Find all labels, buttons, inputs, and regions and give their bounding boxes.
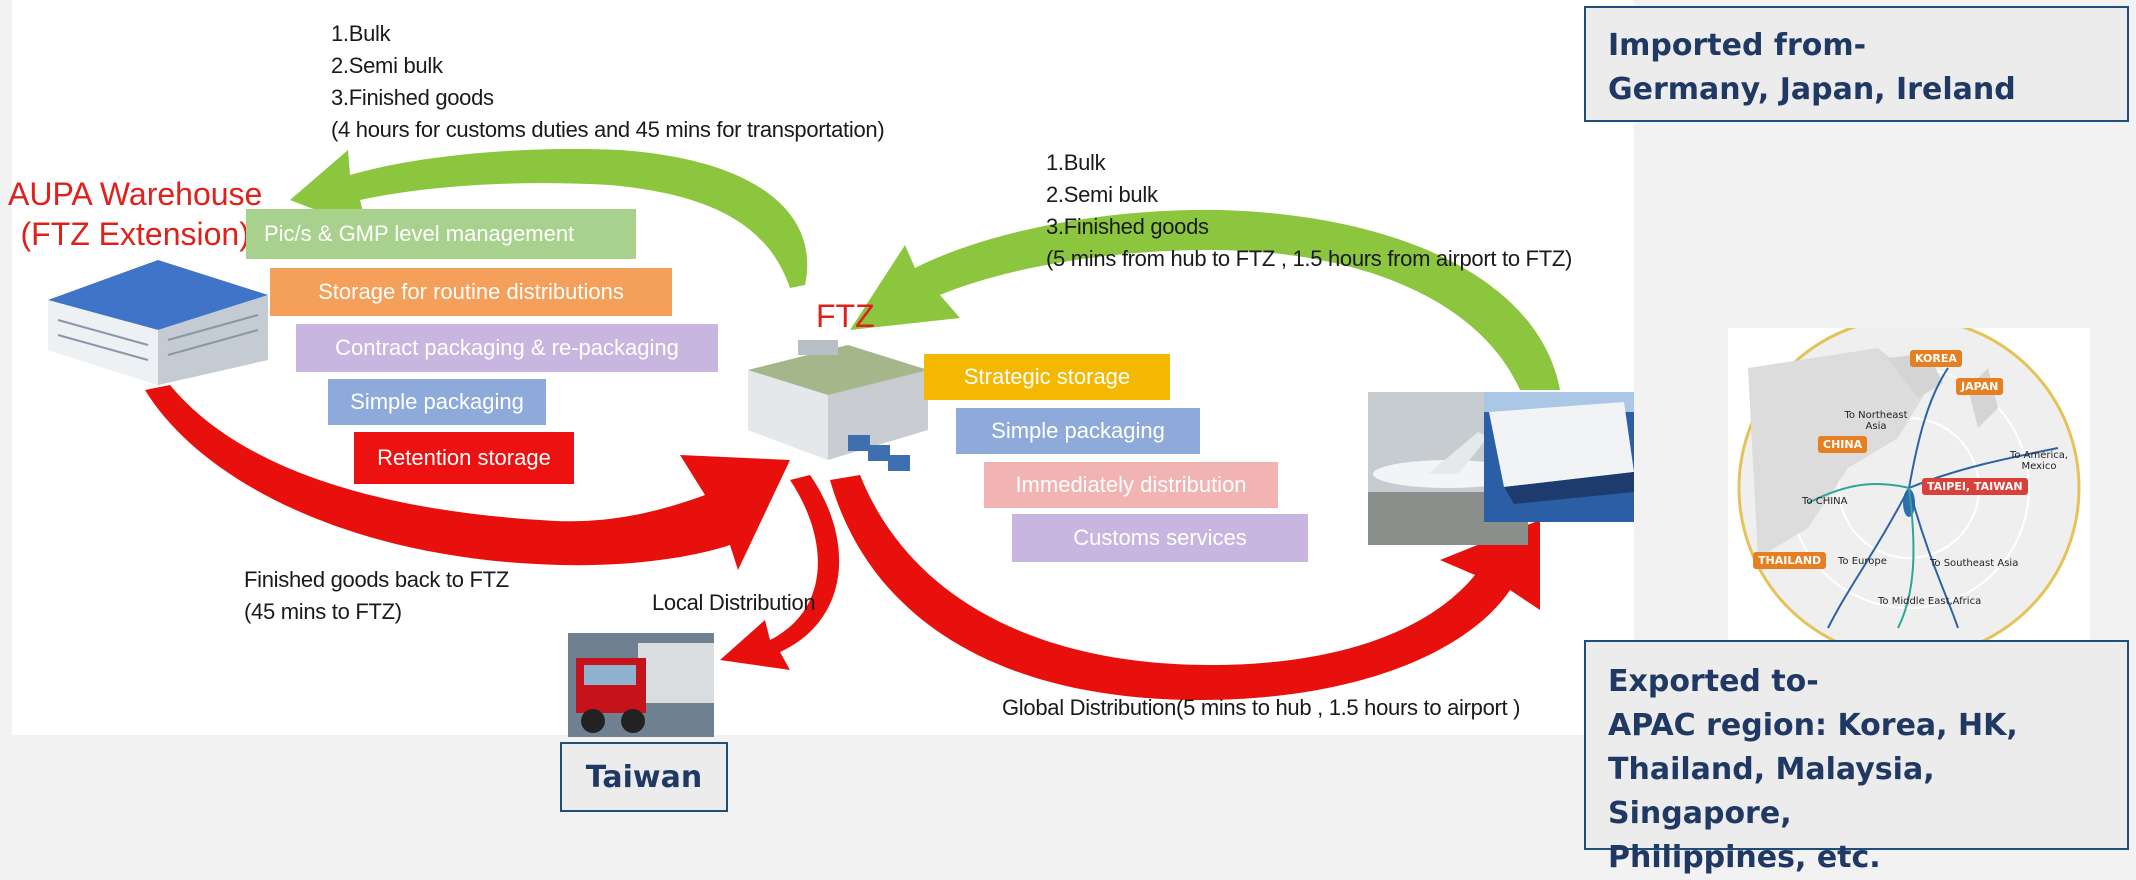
green-arrow-to-ftz — [850, 209, 1560, 390]
note-back-to-ftz-line2: (45 mins to FTZ) — [244, 599, 402, 624]
warehouse-service-contract-packaging: Contract packaging & re-packaging — [296, 324, 718, 372]
ftz-title: FTZ — [816, 298, 875, 334]
ship-image — [1484, 392, 1634, 522]
note-to-ftz-line3: 3.Finished goods — [1046, 214, 1209, 239]
red-arrow-ftz-to-global — [830, 475, 1540, 700]
export-info-box: Exported to- APAC region: Korea, HK, Tha… — [1584, 640, 2129, 875]
note-to-ftz-line4: (5 mins from hub to FTZ , 1.5 hours from… — [1046, 246, 1573, 271]
map-label-europe: To Europe — [1838, 556, 1887, 567]
note-to-warehouse-line4: (4 hours for customs duties and 45 mins … — [331, 117, 885, 142]
green-arrow-to-warehouse — [290, 149, 808, 288]
export-line3: Thailand, Malaysia, Singapore, — [1608, 752, 1935, 831]
taiwan-label-box: Taiwan — [560, 742, 728, 812]
warehouse-title-line2: (FTZ Extension) — [20, 216, 250, 252]
note-to-ftz-line2: 2.Semi bulk — [1046, 182, 1158, 207]
ftz-service-immediate-distribution: Immediately distribution — [984, 462, 1278, 508]
note-to-ftz-line1: 1.Bulk — [1046, 150, 1106, 175]
flow-arrows — [145, 149, 1560, 700]
asia-route-map: KOREA JAPAN CHINA THAILAND TAIPEI, TAIWA… — [1728, 328, 2090, 640]
map-pin-taipei: TAIPEI, TAIWAN — [1922, 478, 2028, 495]
export-line1: Exported to- — [1608, 664, 1819, 699]
note-to-ftz: 1.Bulk 2.Semi bulk 3.Finished goods (5 m… — [1046, 147, 1572, 275]
note-back-to-ftz: Finished goods back to FTZ (45 mins to F… — [244, 564, 509, 628]
note-back-to-ftz-line1: Finished goods back to FTZ — [244, 567, 509, 592]
map-pin-japan: JAPAN — [1956, 378, 2004, 395]
map-label-northeast-asia: To Northeast Asia — [1844, 410, 1908, 432]
map-label-middle-east: To Middle East,Africa — [1878, 596, 1982, 607]
ftz-service-customs: Customs services — [1012, 514, 1308, 562]
warehouse-service-gmp: Pic/s & GMP level management — [246, 209, 636, 259]
warehouse-title: AUPA Warehouse (FTZ Extension) — [8, 174, 262, 254]
map-pin-china: CHINA — [1818, 436, 1868, 453]
import-line1: Imported from- — [1608, 28, 1867, 63]
warehouse-service-retention: Retention storage — [354, 432, 574, 484]
export-line2: APAC region: Korea, HK, — [1608, 708, 2018, 743]
note-to-warehouse-line2: 2.Semi bulk — [331, 53, 443, 78]
map-graphic — [1737, 328, 2081, 640]
note-global-distribution: Global Distribution(5 mins to hub , 1.5 … — [1002, 695, 1521, 720]
warehouse-service-simple-packaging: Simple packaging — [328, 379, 546, 425]
warehouse-service-storage: Storage for routine distributions — [270, 268, 672, 316]
truck-image — [568, 633, 714, 737]
ftz-service-simple-packaging: Simple packaging — [956, 408, 1200, 454]
warehouse-building-image — [48, 260, 268, 385]
map-pin-korea: KOREA — [1910, 350, 1962, 367]
note-to-warehouse-line1: 1.Bulk — [331, 21, 391, 46]
import-info-box: Imported from- Germany, Japan, Ireland — [1584, 6, 2129, 122]
map-label-america: To America, Mexico — [2009, 450, 2069, 472]
map-label-to-china: To CHINA — [1802, 496, 1848, 507]
note-to-warehouse-line3: 3.Finished goods — [331, 85, 494, 110]
warehouse-title-line1: AUPA Warehouse — [8, 176, 263, 212]
ftz-building-image — [748, 340, 928, 471]
note-local-distribution: Local Distribution — [652, 590, 816, 615]
import-line2: Germany, Japan, Ireland — [1608, 72, 2016, 107]
ftz-service-strategic-storage: Strategic storage — [924, 354, 1170, 400]
map-pin-thailand: THAILAND — [1753, 552, 1827, 569]
note-to-warehouse: 1.Bulk 2.Semi bulk 3.Finished goods (4 h… — [331, 18, 885, 146]
red-arrow-warehouse-to-ftz — [145, 385, 790, 570]
red-arrow-ftz-to-local — [720, 475, 840, 670]
map-label-southeast-asia: To Southeast Asia — [1930, 558, 2019, 569]
